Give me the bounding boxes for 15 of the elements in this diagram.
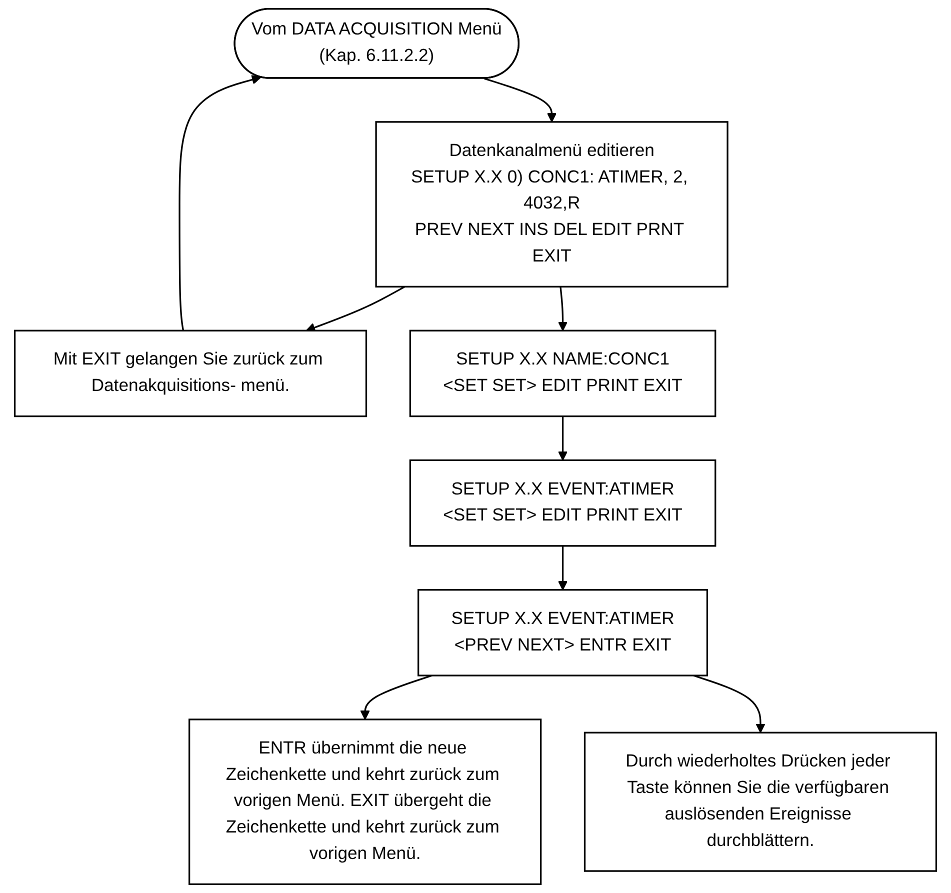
node-box: ENTR übernimmt die neue Zeichenkette und kehrt zurück zum vorigen Menü. EXIT übergeht die Zeichenkette und kehrt zurück zum vorigen Menü. <box>188 718 542 886</box>
node-box: Durch wiederholtes Drücken jeder Taste können Sie die verfügbaren auslösenden Ereignisse durchblättern. <box>584 732 938 872</box>
arrow <box>484 78 557 122</box>
arrow <box>558 416 568 461</box>
node-box: Mit EXIT gelangen Sie zurück zum Datenakquisitions- menü. <box>14 330 368 418</box>
arrow <box>558 286 568 332</box>
arrow <box>360 674 432 720</box>
arrow <box>306 286 406 332</box>
arrow <box>558 546 568 590</box>
arrow <box>178 75 262 331</box>
node-box: SETUP X.X EVENT:ATIMER <SET SET> EDIT PRINT EXIT <box>409 459 716 547</box>
node-box: Datenkanalmenü editieren SETUP X.X 0) CONC1: ATIMER, 2, 4032,R PREV NEXT INS DEL EDIT PRNT EXIT <box>375 121 728 288</box>
arrow <box>693 674 766 734</box>
node-box: SETUP X.X EVENT:ATIMER <PREV NEXT> ENTR EXIT <box>418 589 708 676</box>
node-box: SETUP X.X NAME:CONC1 <SET SET> EDIT PRINT EXIT <box>409 330 716 418</box>
